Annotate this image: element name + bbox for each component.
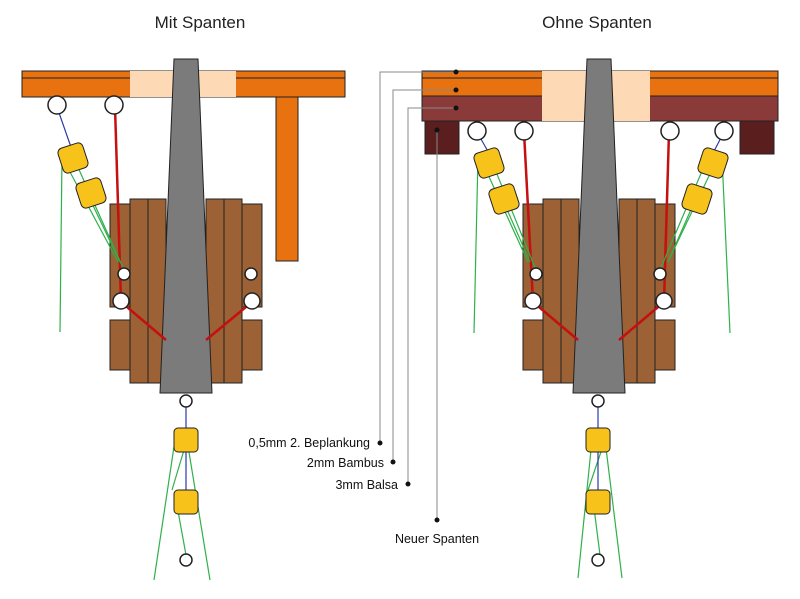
left-mast [159,58,213,394]
wood-slat [542,198,562,384]
leader-planking [379,71,456,443]
pulley-block [585,427,611,453]
pulley-block [173,427,199,453]
ring [660,121,680,141]
ring [244,267,258,281]
ring [529,267,543,281]
left-yellow-blocks [57,142,199,515]
pulley-block [173,489,199,515]
leader-bamboo [392,89,456,462]
pulley-block [473,147,505,179]
ring [653,267,667,281]
pulley-block [57,142,89,174]
wood-slat [654,319,676,371]
ring [591,553,605,567]
legend-leader-lines [379,71,456,520]
wood-slat [241,203,263,308]
ring [117,267,131,281]
pulley-block [697,147,729,179]
legend-leader-dots [377,69,459,523]
ring [47,95,67,115]
wood-slat [109,319,131,371]
leader-balsa [407,107,456,484]
right-rings [467,121,734,567]
ring [714,121,734,141]
wood-slat [129,198,149,384]
right-mast [572,58,626,394]
shroud-line [532,301,579,341]
ring [179,553,193,567]
pulley-block [585,489,611,515]
wood-slat [223,198,243,384]
legend-label-bamboo: 2mm Bambus [307,456,384,470]
pulley-block [488,183,520,215]
right-new-frame-left [424,120,460,155]
left-frame-spant [275,96,299,262]
ring [112,292,130,310]
right-panel-title: Ohne Spanten [542,13,652,32]
pulley-block [75,177,107,209]
shroud-line [205,301,253,341]
ring [243,292,261,310]
ring [467,121,487,141]
legend-label-balsa: 3mm Balsa [335,478,398,492]
legend-label-planking: 0,5mm 2. Beplankung [248,436,370,450]
shroud-line [120,301,167,341]
ring [514,121,534,141]
wood-slat [241,319,263,371]
ring [591,394,605,408]
right-panel: Ohne Spanten [248,13,779,579]
legend-label-new-frame: Neuer Spanten [395,532,479,546]
left-rings [47,95,261,567]
left-panel: Mit Spanten [21,13,346,581]
pulley-block [681,183,713,215]
wood-slat [522,319,544,371]
left-wood-blocks [109,198,263,384]
right-wood-blocks [522,198,676,384]
ring [179,394,193,408]
left-panel-title: Mit Spanten [155,13,246,32]
right-new-frame-right [739,120,775,155]
ring [655,292,673,310]
ring [524,292,542,310]
wood-slat [636,198,656,384]
right-yellow-blocks [473,147,729,515]
ring [104,95,124,115]
shroud-line [618,301,665,341]
